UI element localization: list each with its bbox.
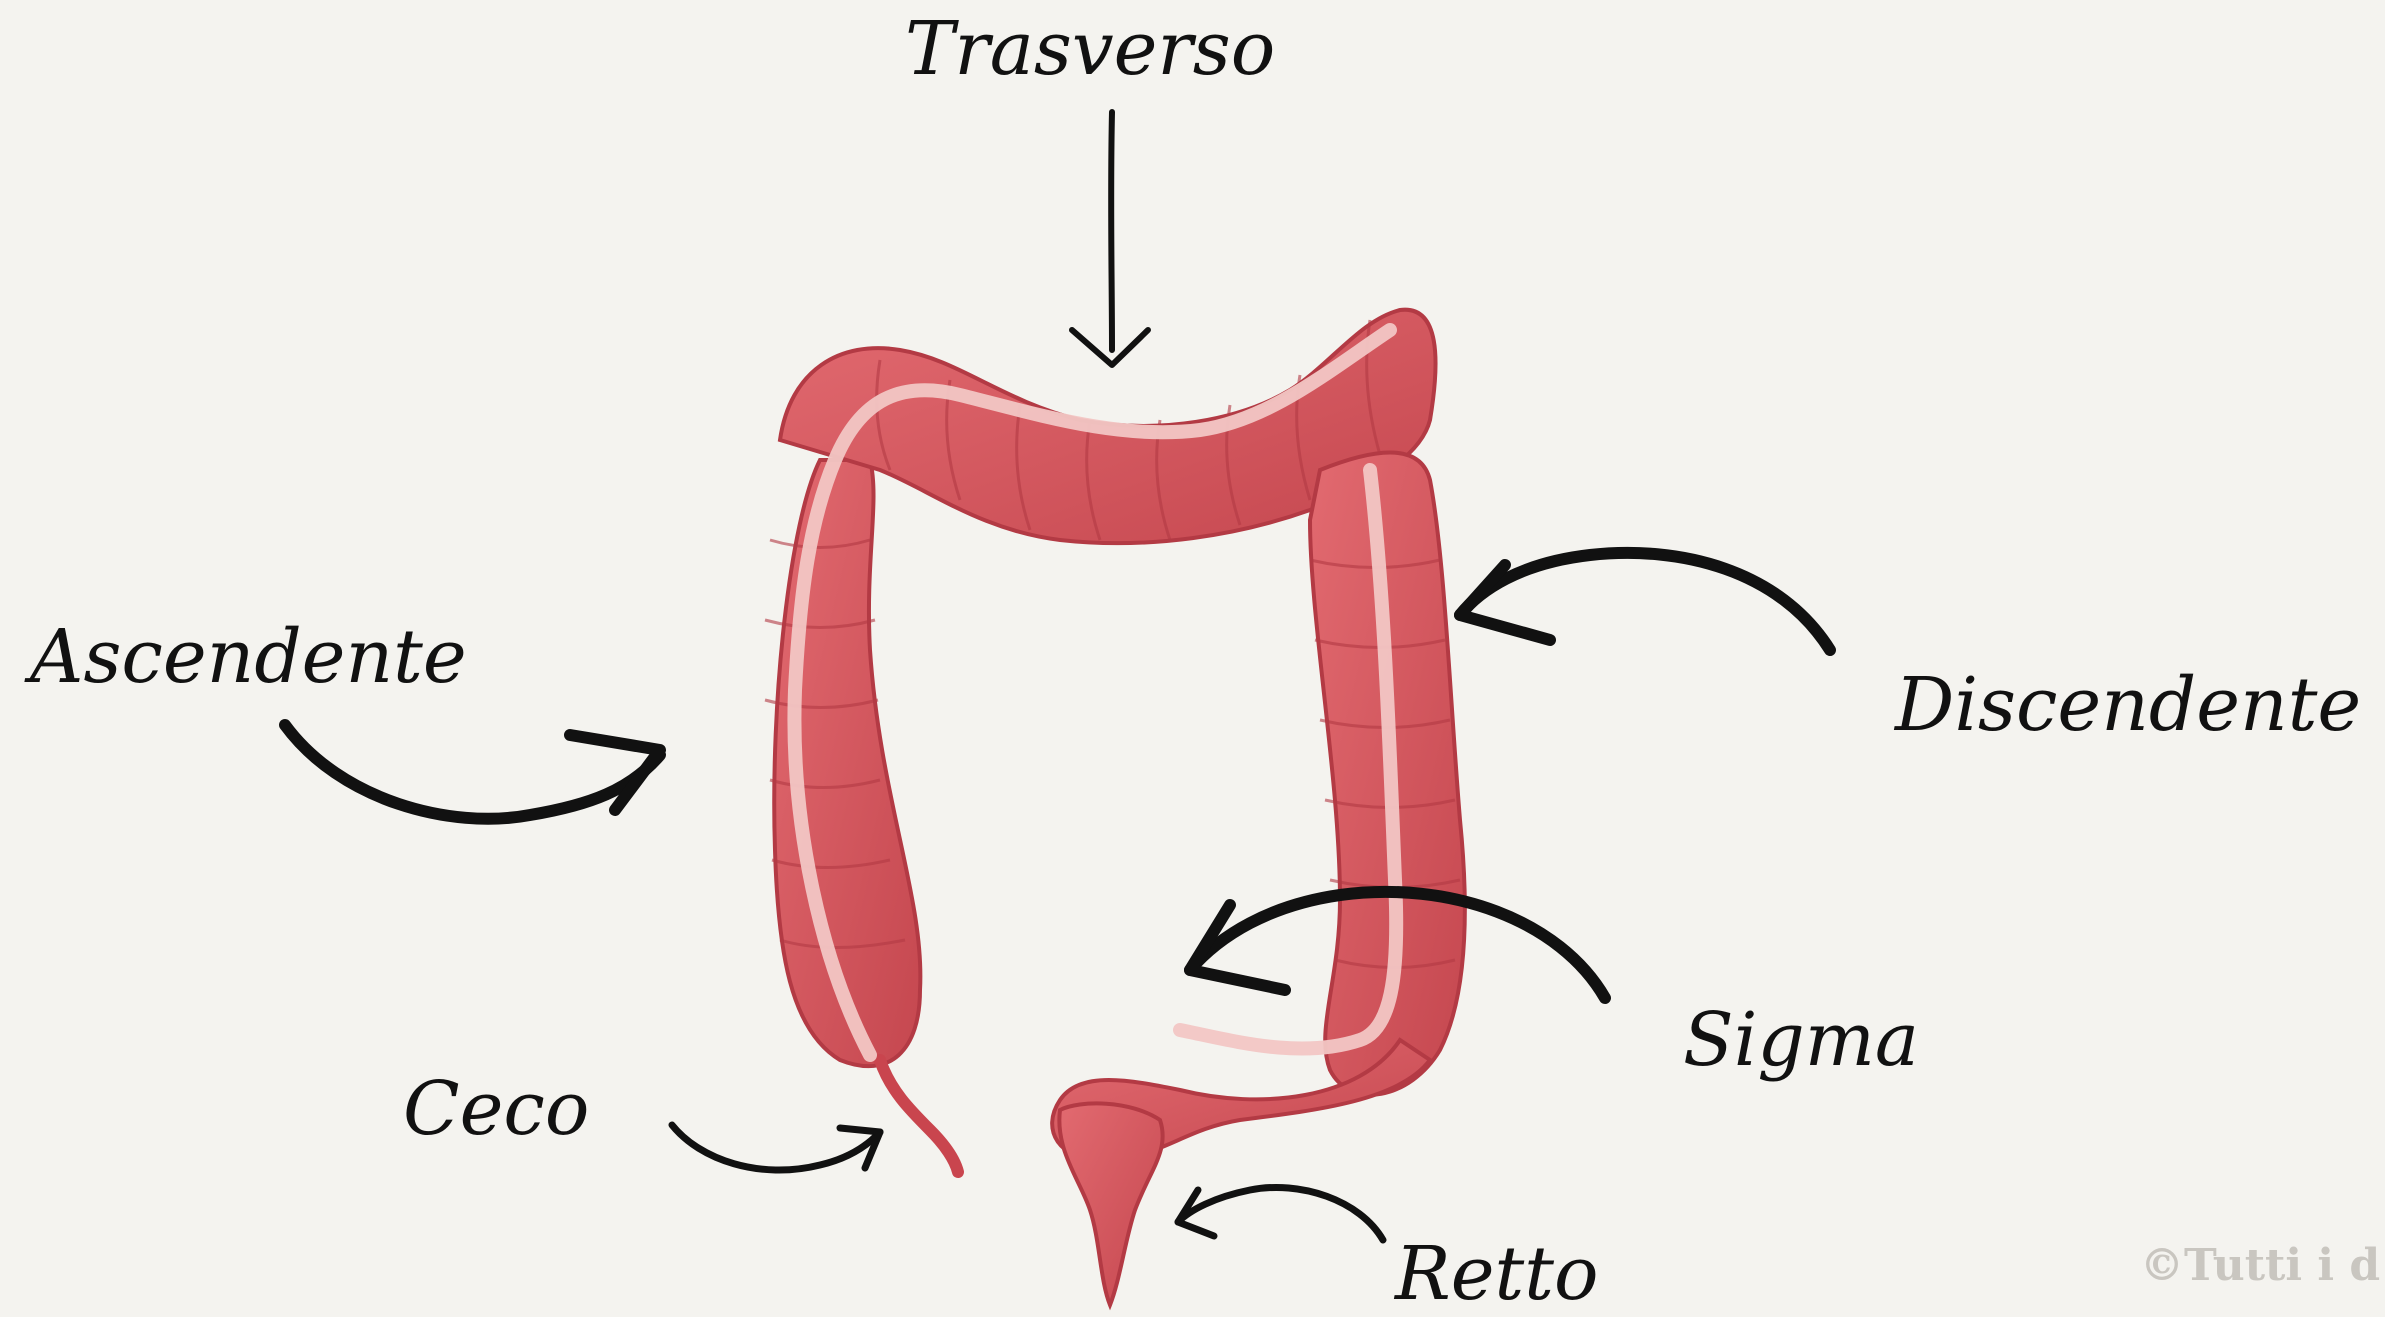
label-trasverso: Trasverso: [905, 12, 1275, 86]
arrow-retto-head: [1178, 1190, 1214, 1236]
label-retto: Retto: [1395, 1237, 1599, 1311]
appendix: [880, 1060, 958, 1172]
label-sigma: Sigma: [1683, 1003, 1919, 1077]
copyright-watermark: ©Tutti i d: [2140, 1240, 2380, 1291]
label-ascendente: Ascendente: [30, 620, 467, 694]
arrow-trasverso: [1111, 112, 1112, 350]
label-discendente: Discendente: [1895, 668, 2361, 742]
label-ceco: Ceco: [403, 1072, 589, 1146]
rectum: [1059, 1103, 1162, 1305]
